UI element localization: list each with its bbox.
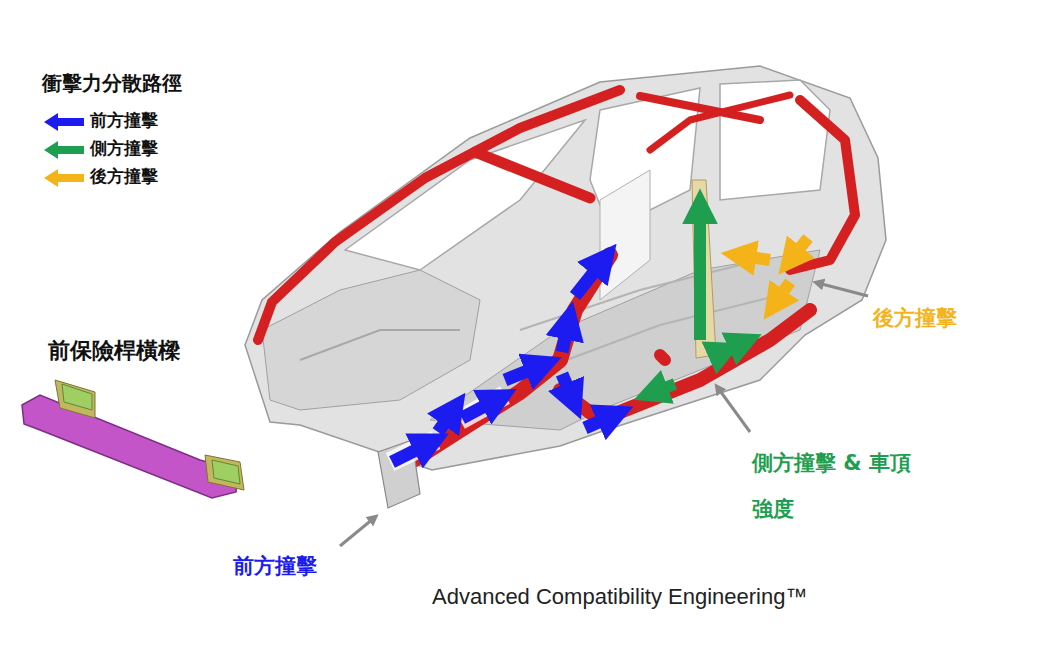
- legend-text: 後方撞擊: [90, 165, 158, 188]
- rear-impact-arrows: [742, 238, 808, 302]
- legend-swatch: [42, 112, 86, 132]
- part-label: 前保險桿橫樑: [48, 336, 180, 366]
- legend-text: 側方撞擊: [90, 137, 158, 160]
- part-label: 前方撞擊: [233, 552, 317, 580]
- high-strength-steel: [258, 90, 855, 462]
- legend-text: 前方撞擊: [90, 109, 158, 132]
- legend-arrow: [44, 169, 84, 187]
- caption: Advanced Compatibility Engineering™: [432, 584, 807, 610]
- part-label: 側方撞擊 & 車頂強度: [752, 440, 917, 532]
- part-label: 後方撞擊: [873, 304, 957, 332]
- legend-arrow: [44, 141, 84, 159]
- legend-arrow: [44, 113, 84, 131]
- legend-title: 衝擊力分散路徑: [42, 70, 182, 97]
- front-impact-arrows: [392, 262, 612, 462]
- side-impact-arrows: [654, 210, 742, 392]
- body-frame: [245, 66, 886, 470]
- bumper-beam: [22, 380, 244, 498]
- legend-swatch: [42, 168, 86, 188]
- legend-swatch: [42, 140, 86, 160]
